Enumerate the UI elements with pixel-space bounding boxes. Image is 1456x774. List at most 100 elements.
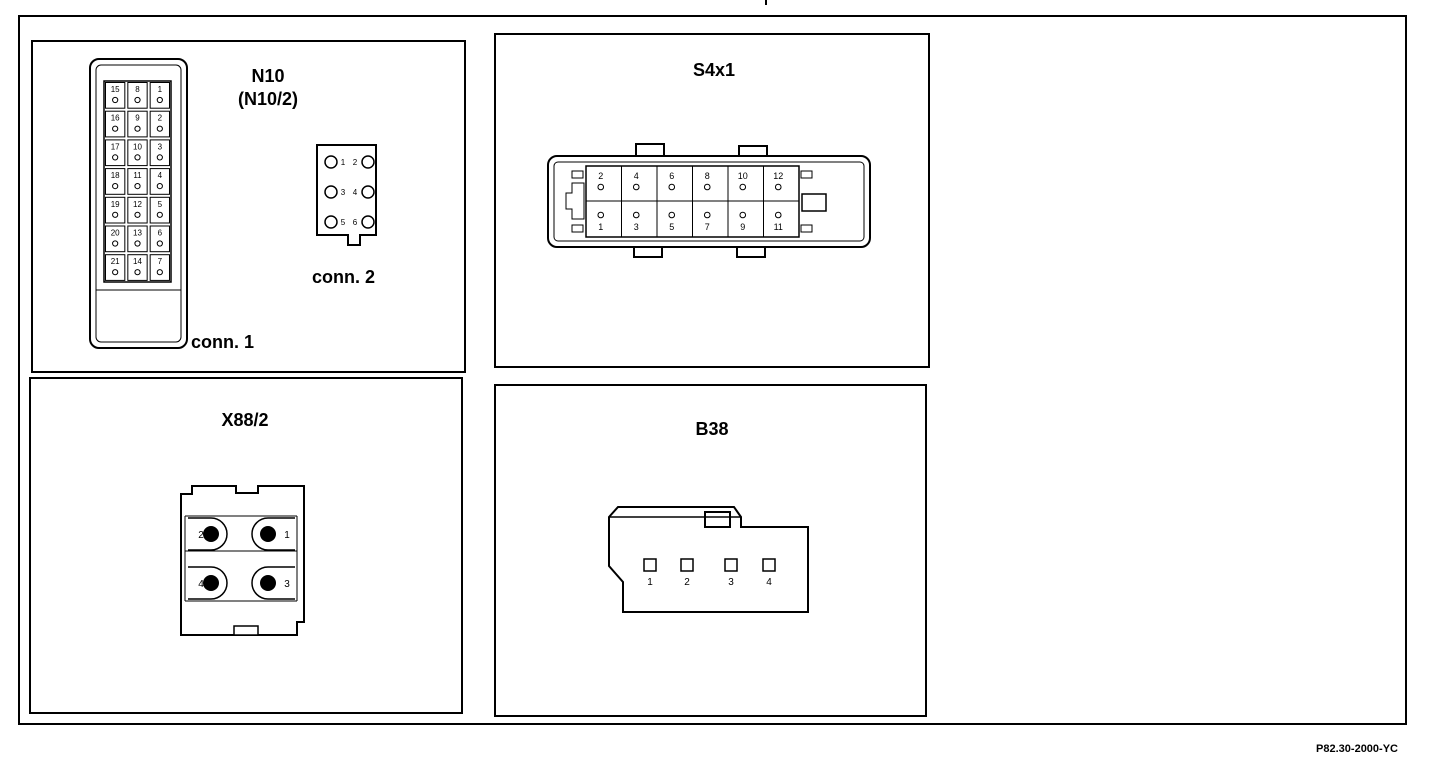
b38-pin bbox=[680, 558, 694, 572]
s4x1-pin-number: 11 bbox=[774, 222, 783, 232]
b38-pin-number: 3 bbox=[728, 577, 734, 588]
conn1-cell bbox=[105, 168, 126, 195]
conn1-pin-number: 8 bbox=[135, 85, 140, 94]
conn1-housing bbox=[89, 58, 188, 349]
s4x1-pin-number: 10 bbox=[738, 171, 748, 181]
s4x1-pin-number: 9 bbox=[740, 222, 745, 232]
conn1-cell bbox=[149, 196, 170, 224]
s4x1-pin-number: 3 bbox=[634, 222, 639, 232]
b38-pin-number: 4 bbox=[766, 577, 772, 588]
s4x1-slot bbox=[571, 170, 584, 179]
conn1-pin bbox=[112, 211, 119, 218]
x88-pin-number: 2 bbox=[198, 530, 204, 541]
b38-pin bbox=[643, 558, 657, 572]
conn2-pin-number: 4 bbox=[353, 188, 358, 197]
conn1-pin-number: 18 bbox=[111, 171, 120, 180]
conn1-pin-number: 9 bbox=[135, 114, 140, 123]
conn1-pin bbox=[112, 96, 119, 104]
conn1-pin-number: 17 bbox=[111, 142, 120, 151]
conn1-pin bbox=[112, 154, 119, 161]
conn1-pin bbox=[156, 125, 163, 132]
conn1-pin bbox=[156, 211, 163, 218]
s4x1-pin-number: 2 bbox=[598, 171, 603, 181]
x88-pin-number: 4 bbox=[198, 579, 204, 590]
conn1-pin-number: 7 bbox=[158, 257, 163, 266]
s4x1-slot bbox=[571, 224, 584, 233]
conn1-cell bbox=[127, 254, 148, 281]
conn1-cell bbox=[105, 139, 126, 167]
conn1-pin bbox=[134, 125, 141, 132]
conn1-pin bbox=[156, 154, 163, 161]
s4x1-slot bbox=[800, 224, 813, 233]
s4x1-pin bbox=[739, 183, 747, 191]
x88-pin bbox=[260, 526, 276, 542]
conn1-pin-number: 1 bbox=[158, 85, 163, 94]
b38-housing bbox=[608, 506, 809, 613]
conn1-cell bbox=[127, 225, 148, 253]
s4x1-pin-number: 6 bbox=[669, 171, 674, 181]
conn2-pin-number: 6 bbox=[353, 218, 358, 227]
s4x1-pin bbox=[632, 211, 640, 219]
b38-pin-number: 2 bbox=[684, 577, 690, 588]
conn1-inner bbox=[95, 64, 182, 343]
s4x1-pin bbox=[597, 211, 605, 219]
b38-connector: 1 2 3 4 bbox=[608, 506, 809, 613]
s4x1-pin bbox=[703, 183, 711, 191]
conn2-pin bbox=[324, 155, 338, 169]
b38-pin bbox=[724, 558, 738, 572]
s4x1-key bbox=[565, 182, 585, 220]
conn1-cell bbox=[149, 168, 170, 195]
conn1-pin-number: 10 bbox=[133, 142, 142, 151]
conn1-pin bbox=[112, 183, 119, 190]
conn1-cell bbox=[149, 139, 170, 167]
s4x1-slot bbox=[800, 170, 813, 179]
conn1-cell bbox=[105, 196, 126, 224]
conn1-pin bbox=[134, 154, 141, 161]
figure-code: P82.30-2000-YC bbox=[1316, 743, 1398, 755]
s4x1-title: S4x1 bbox=[692, 60, 736, 80]
conn2-pin bbox=[361, 185, 375, 199]
b38-pin-number: 1 bbox=[647, 577, 653, 588]
conn2-pin bbox=[324, 215, 338, 229]
b38-latch bbox=[704, 511, 731, 528]
conn1-pin-number: 5 bbox=[158, 200, 163, 209]
conn1-cell bbox=[127, 139, 148, 167]
s4x1-pin-number: 5 bbox=[669, 222, 674, 232]
conn1-pin-number: 2 bbox=[158, 114, 163, 123]
conn1-cell bbox=[149, 254, 170, 281]
conn1-pin-number: 15 bbox=[111, 85, 120, 94]
conn1-pin-number: 6 bbox=[158, 229, 163, 238]
conn2-pin bbox=[324, 185, 338, 199]
conn2-pin-number: 2 bbox=[353, 158, 358, 167]
conn2-housing bbox=[316, 144, 377, 246]
s4x1-pin-number: 4 bbox=[634, 171, 639, 181]
conn1-cell bbox=[149, 82, 170, 109]
conn1-pin bbox=[112, 269, 119, 276]
conn1-cell bbox=[127, 110, 148, 138]
conn1-pin bbox=[156, 96, 163, 104]
conn1-pin-number: 13 bbox=[133, 229, 142, 238]
b38-pin bbox=[762, 558, 776, 572]
conn1-pin bbox=[112, 125, 119, 132]
conn1-pin-number: 12 bbox=[133, 200, 142, 209]
conn1-pin-number: 11 bbox=[133, 171, 142, 180]
x88-housing bbox=[180, 485, 305, 636]
conn1-cell bbox=[105, 110, 126, 138]
conn2-pin-number: 5 bbox=[341, 218, 346, 227]
s4x1-pin bbox=[774, 183, 782, 191]
x88-pin bbox=[260, 575, 276, 591]
conn1-cell bbox=[127, 82, 148, 109]
x88-pin bbox=[203, 575, 219, 591]
conn1-pin-number: 19 bbox=[111, 200, 120, 209]
conn1-pin bbox=[156, 183, 163, 190]
s4x1-pin bbox=[632, 183, 640, 191]
conn1-pin bbox=[156, 269, 163, 276]
conn1-cell bbox=[105, 82, 126, 109]
top-tick-mark bbox=[765, 0, 767, 5]
conn2-label: conn. 2 bbox=[312, 267, 376, 287]
s4x1-side-tab bbox=[801, 193, 827, 212]
